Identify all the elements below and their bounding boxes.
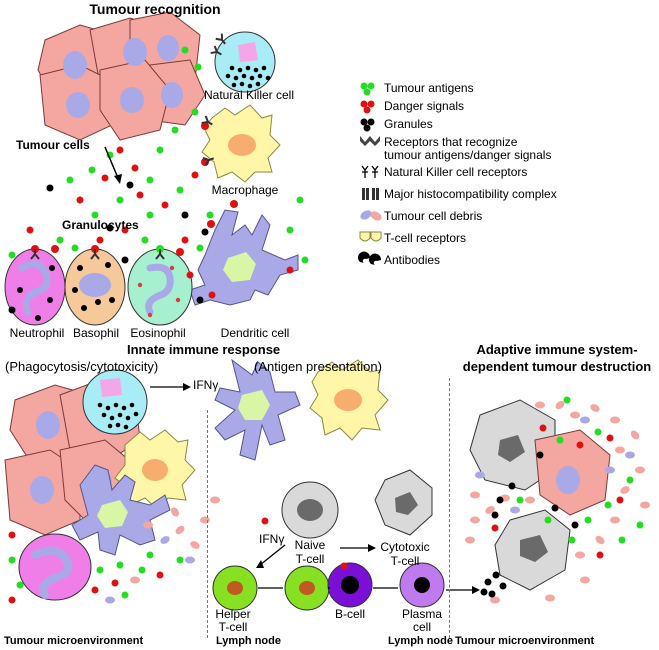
footer-tumour-microenvironment-left: Tumour microenvironment [4, 635, 144, 647]
helper-tcell-label-2: T-cell [218, 620, 248, 634]
separator-left [207, 410, 208, 638]
cytotoxic-tcell [374, 469, 433, 536]
innate-neutrophil [18, 533, 92, 601]
nk-cell-top [209, 31, 276, 93]
footer-lymph-node-1: Lymph node [216, 635, 281, 647]
antibodies-icon [358, 254, 380, 268]
plasma-cell-label-1: Plasma [401, 607, 443, 621]
signals-top [8, 46, 309, 314]
cytotoxic-tcell-label-1: Cytotoxic [380, 540, 430, 554]
top-title: Tumour recognition [89, 1, 221, 17]
adaptive-title-2: dependent tumour destruction [462, 359, 652, 374]
label-macrophage: Macrophage [211, 183, 279, 197]
legend-item: Antibodies [358, 254, 440, 268]
adaptive-title-1: Adaptive immune system- [476, 342, 638, 357]
receptors-icon [358, 136, 380, 150]
innate-nk-cell [82, 369, 148, 435]
adaptive-cells [469, 399, 611, 591]
legend-item: Granules [358, 118, 433, 132]
naive-tcell [281, 481, 339, 539]
label-tumour-cells: Tumour cells [16, 138, 90, 152]
naive-tcell-label-2: T-cell [295, 552, 325, 566]
label-nk-cell: Natural Killer cell [203, 88, 295, 102]
separator-right [449, 378, 450, 638]
basophil-cell [64, 245, 126, 326]
danger-signals-icon [358, 100, 380, 114]
eosinophil-cell [127, 245, 193, 326]
bcell [327, 562, 373, 608]
innate-signals [8, 383, 220, 604]
adaptive-debris [465, 396, 650, 604]
helper-tcell [212, 565, 258, 611]
tumour-debris-icon [358, 210, 380, 224]
label-dendritic-cell: Dendritic cell [220, 326, 290, 340]
plasma-cell [399, 562, 445, 608]
label-eosinophil: Eosinophil [130, 326, 186, 340]
label-granulocytes: Granulocytes [62, 218, 139, 232]
legend-item: Danger signals [358, 100, 464, 114]
legend-item: Natural Killer cell receptors [358, 166, 527, 180]
plasma-cell-label-2: cell [412, 620, 432, 634]
tcell-receptors-icon [358, 232, 380, 246]
label-basophil: Basophil [72, 326, 120, 340]
bcell-label: B-cell [334, 607, 366, 621]
macrophage-top [200, 104, 281, 183]
legend-item: Major histocompatibility complex [358, 188, 557, 202]
label-neutrophil: Neutrophil [9, 326, 65, 340]
tumour-cells-cluster [37, 11, 206, 141]
legend-item: T-cell receptors [358, 232, 466, 246]
presentation-arrows [258, 544, 472, 591]
middle-tcell [284, 565, 330, 611]
dendritic-cell-top [189, 200, 299, 306]
presentation-macrophage [309, 359, 389, 441]
presentation-dendritic [214, 358, 301, 525]
granules-icon [358, 118, 380, 132]
footer-tumour-microenvironment-right: Tumour microenvironment [455, 635, 595, 647]
innate-subtitle-1: (Phagocytosis/cytotoxicity) [5, 359, 159, 374]
legend-item: Tumour cell debris [358, 210, 482, 224]
innate-macrophage [114, 429, 196, 511]
helper-tcell-label-1: Helper [215, 607, 251, 621]
naive-tcell-label-1: Naive [294, 538, 326, 552]
mhc-icon [358, 188, 380, 202]
ifn-gamma-label-2: IFNγ [259, 532, 285, 546]
innate-dendritic [71, 464, 171, 556]
legend-item: Tumour antigens [358, 82, 474, 96]
presentation-arrowheads [256, 544, 480, 594]
tumour-antigens-icon [358, 82, 380, 96]
innate-subtitle-2: (Antigen presentation) [254, 359, 382, 374]
ifn-gamma-label-1: IFNγ [193, 378, 219, 392]
legend-symbols [358, 82, 382, 265]
cytotoxic-tcell-label-2: T-cell [390, 554, 420, 568]
innate-title: Innate immune response [127, 342, 281, 357]
footer-lymph-node-2: Lymph node [388, 635, 453, 647]
nk-receptors-icon [358, 166, 380, 180]
